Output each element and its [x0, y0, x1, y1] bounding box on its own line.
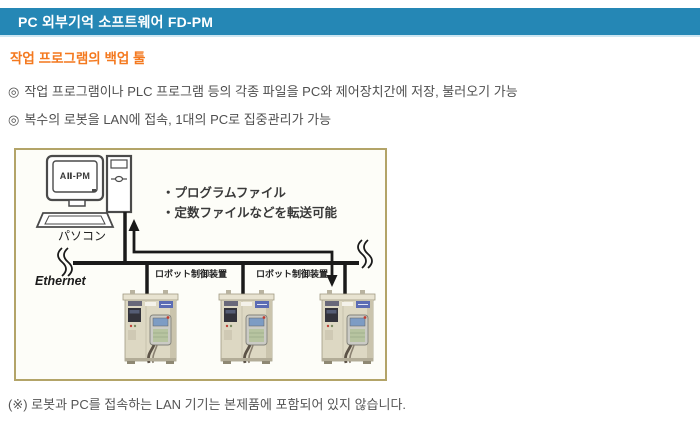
diagram-artwork [35, 154, 377, 366]
section-subtitle: 작업 프로그램의 백업 툴 [10, 51, 146, 66]
bullet-icon: ◎ [8, 112, 20, 127]
ethernet-label: Ethernet [35, 274, 86, 288]
ethernet-bus-line [70, 212, 366, 295]
pc-screen-text: AⅡ-PM [59, 171, 91, 181]
pc-label: パソコン [57, 229, 106, 243]
transfer-annotations: ・プログラムファイル ・定数ファイルなどを転送可能 [162, 183, 337, 223]
pc-illustration [35, 154, 133, 228]
footnote: (※) 로봇과 PC를 접속하는 LAN 기기는 본제품에 포함되어 있지 않습… [8, 397, 407, 412]
up-arrow-icon [128, 219, 140, 231]
feature-item: ◎ 작업 프로그램이나 PLC 프로그램 등의 각종 파일을 PC와 제어장치간에… [8, 81, 518, 100]
transfer-arrow [128, 219, 338, 287]
down-arrow-icon [326, 275, 338, 287]
feature-text: 작업 프로그램이나 PLC 프로그램 등의 각종 파일을 PC와 제어장치간에 … [24, 84, 518, 99]
break-mark-left [57, 247, 73, 277]
feature-text: 복수의 로봇을 LAN에 접속, 1대의 PC로 집중관리가 가능 [24, 112, 332, 127]
page-title: PC 외부기억 소프트웨어 FD-PM [18, 13, 214, 30]
controller-label: ロボット制御装置 [154, 269, 227, 279]
robot-controller-3 [318, 288, 377, 366]
annotation-line: ・プログラムファイル [162, 186, 286, 200]
controller-label: ロボット制御装置 [255, 269, 328, 279]
robot-controller-1 [121, 288, 180, 366]
bullet-icon: ◎ [8, 84, 20, 99]
network-diagram: AⅡ-PM パソコン ・プログラムファイル ・定数ファイルなどを転送可能 Eth… [14, 148, 387, 381]
break-mark-right [357, 239, 373, 269]
title-bar: PC 외부기억 소프트웨어 FD-PM [0, 8, 700, 37]
feature-item: ◎ 복수의 로봇을 LAN에 접속, 1대의 PC로 집중관리가 가능 [8, 109, 331, 128]
annotation-line: ・定数ファイルなどを転送可能 [162, 206, 338, 220]
robot-controller-2 [217, 288, 276, 366]
